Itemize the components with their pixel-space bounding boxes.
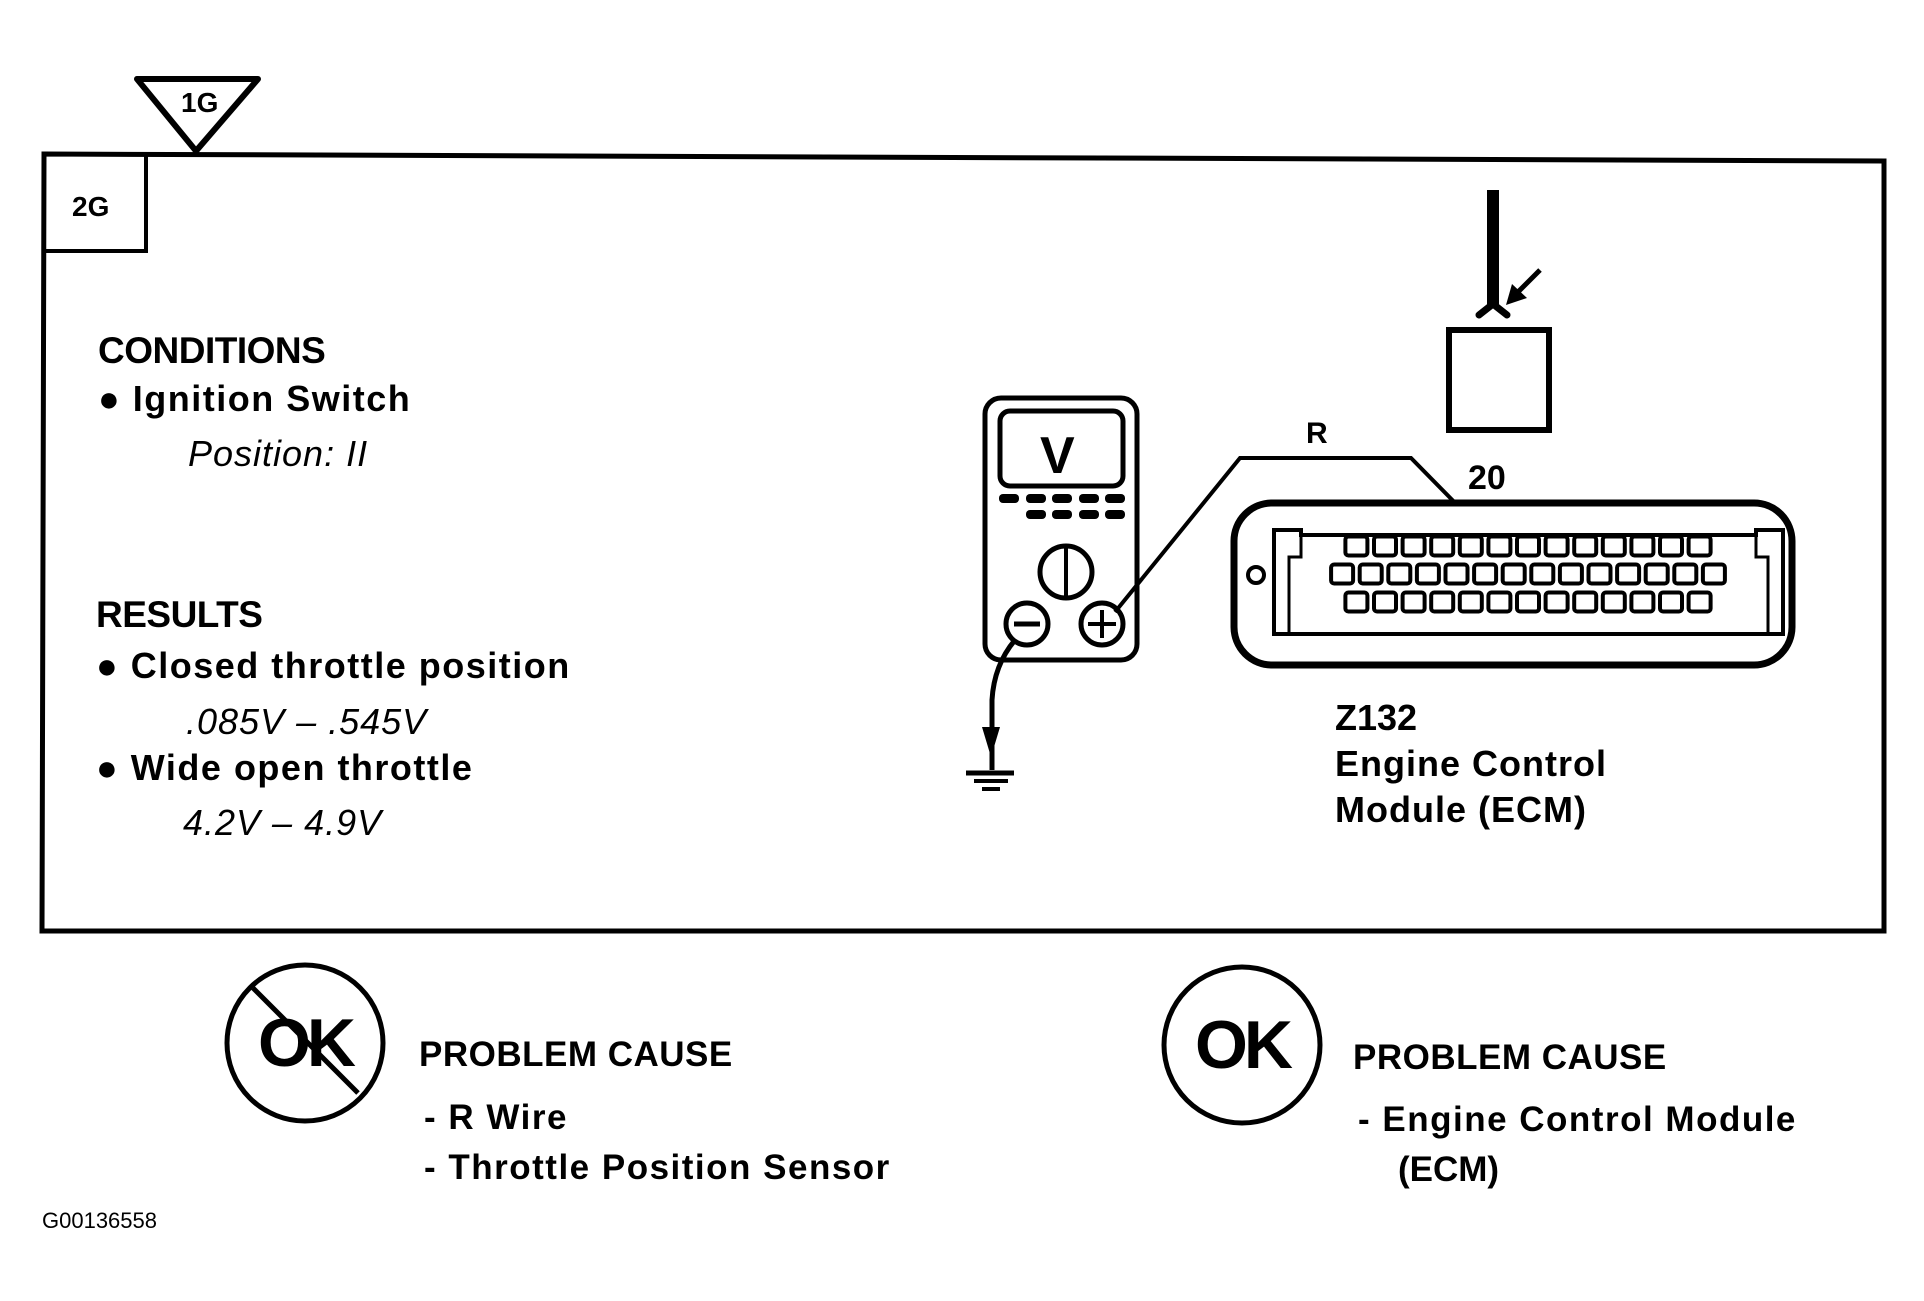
connector-pin <box>1672 562 1699 586</box>
connector-pin <box>1386 562 1413 586</box>
not-ok-badge-icon: OK <box>224 962 386 1124</box>
connector-pin <box>1515 534 1541 558</box>
step-in-label: 1G <box>181 87 219 118</box>
problem-cause-item: - R Wire <box>424 1098 568 1137</box>
connector-pin <box>1357 562 1384 586</box>
connector-pin <box>1343 590 1370 614</box>
result-label: Wide open throttle <box>130 747 474 788</box>
connector-pin <box>1500 562 1527 586</box>
result-detail: .085V – .545V <box>186 701 428 742</box>
step-tab-box <box>44 152 148 253</box>
wire-color-label: R <box>1306 417 1328 450</box>
connector-pin <box>1529 562 1556 586</box>
result-item: ● Wide open throttle <box>96 750 473 786</box>
bullet-icon: ● <box>96 747 120 788</box>
connector-pin <box>1372 590 1398 614</box>
connector-pin <box>1572 534 1599 558</box>
connector-pin <box>1600 590 1627 614</box>
condition-item: ● Ignition Switch <box>98 381 411 417</box>
connector-pin <box>1629 534 1656 558</box>
step-in-triangle <box>134 76 261 154</box>
connector-pin <box>1457 534 1484 558</box>
problem-cause-item: - Throttle Position Sensor <box>424 1148 891 1187</box>
component-id: Z132 <box>1335 697 1418 738</box>
figure-code: G00136558 <box>42 1208 157 1233</box>
connector-pin <box>1658 590 1684 614</box>
pointer-arrow-icon <box>1506 268 1542 305</box>
test-step-frame <box>39 151 1887 934</box>
connector-pin <box>1329 562 1356 586</box>
meter-buttons <box>999 494 1125 519</box>
meter-display-unit: V <box>1040 427 1075 485</box>
connector-pin <box>1629 590 1656 614</box>
bullet-icon: ● <box>98 378 122 419</box>
connector-pin <box>1400 590 1427 614</box>
connector-pin <box>1686 590 1713 614</box>
conditions-heading: CONDITIONS <box>98 330 326 371</box>
connector-pins <box>1329 534 1727 614</box>
condition-label: Ignition Switch <box>132 378 412 419</box>
problem-cause-heading: PROBLEM CAUSE <box>1353 1038 1667 1077</box>
connector-pin <box>1658 534 1684 558</box>
connector-pin <box>1686 534 1713 558</box>
multimeter-icon <box>982 395 1140 663</box>
condition-detail: Position: II <box>188 433 369 474</box>
positive-terminal-icon <box>1078 600 1126 648</box>
connector-pin <box>1572 590 1599 614</box>
negative-terminal-icon <box>1003 600 1051 648</box>
ok-badge-text: OK <box>1195 1007 1293 1083</box>
result-label: Closed throttle position <box>130 645 571 686</box>
connector-pin <box>1615 562 1642 586</box>
connector-pin <box>1443 562 1470 586</box>
sensor-icon <box>1446 190 1552 433</box>
connector-pin <box>1343 534 1370 558</box>
problem-cause-heading: PROBLEM CAUSE <box>419 1035 733 1074</box>
connector-pin <box>1515 590 1541 614</box>
bullet-icon: ● <box>96 645 120 686</box>
step-label: 2G <box>72 191 110 222</box>
connector-pin <box>1457 590 1484 614</box>
ground-lead <box>966 638 1017 791</box>
results-heading: RESULTS <box>96 594 263 635</box>
connector-pin <box>1543 534 1570 558</box>
connector-pin <box>1429 590 1456 614</box>
connector-pin <box>1400 534 1427 558</box>
connector-pin <box>1700 562 1727 586</box>
ecm-connector <box>1230 499 1796 669</box>
connector-pin <box>1429 534 1456 558</box>
connector-pin <box>1543 590 1570 614</box>
component-name-line1: Engine Control <box>1335 743 1607 784</box>
pin-number-label: 20 <box>1468 459 1506 497</box>
result-item: ● Closed throttle position <box>96 648 571 684</box>
problem-cause-item: - Engine Control Module <box>1358 1100 1797 1139</box>
connector-pin <box>1586 562 1613 586</box>
connector-pin <box>1486 590 1513 614</box>
connector-pin <box>1643 562 1670 586</box>
connector-pin <box>1557 562 1584 586</box>
problem-cause-item: (ECM) <box>1398 1150 1500 1189</box>
selector-dial-icon <box>1037 543 1095 601</box>
ok-badge-icon: OK <box>1161 964 1323 1126</box>
connector-pin <box>1414 562 1441 586</box>
component-name-line2: Module (ECM) <box>1335 789 1587 830</box>
connector-pin <box>1372 534 1398 558</box>
connector-pin <box>1472 562 1499 586</box>
connector-pin <box>1486 534 1513 558</box>
result-detail: 4.2V – 4.9V <box>183 802 383 843</box>
connector-pin <box>1600 534 1627 558</box>
